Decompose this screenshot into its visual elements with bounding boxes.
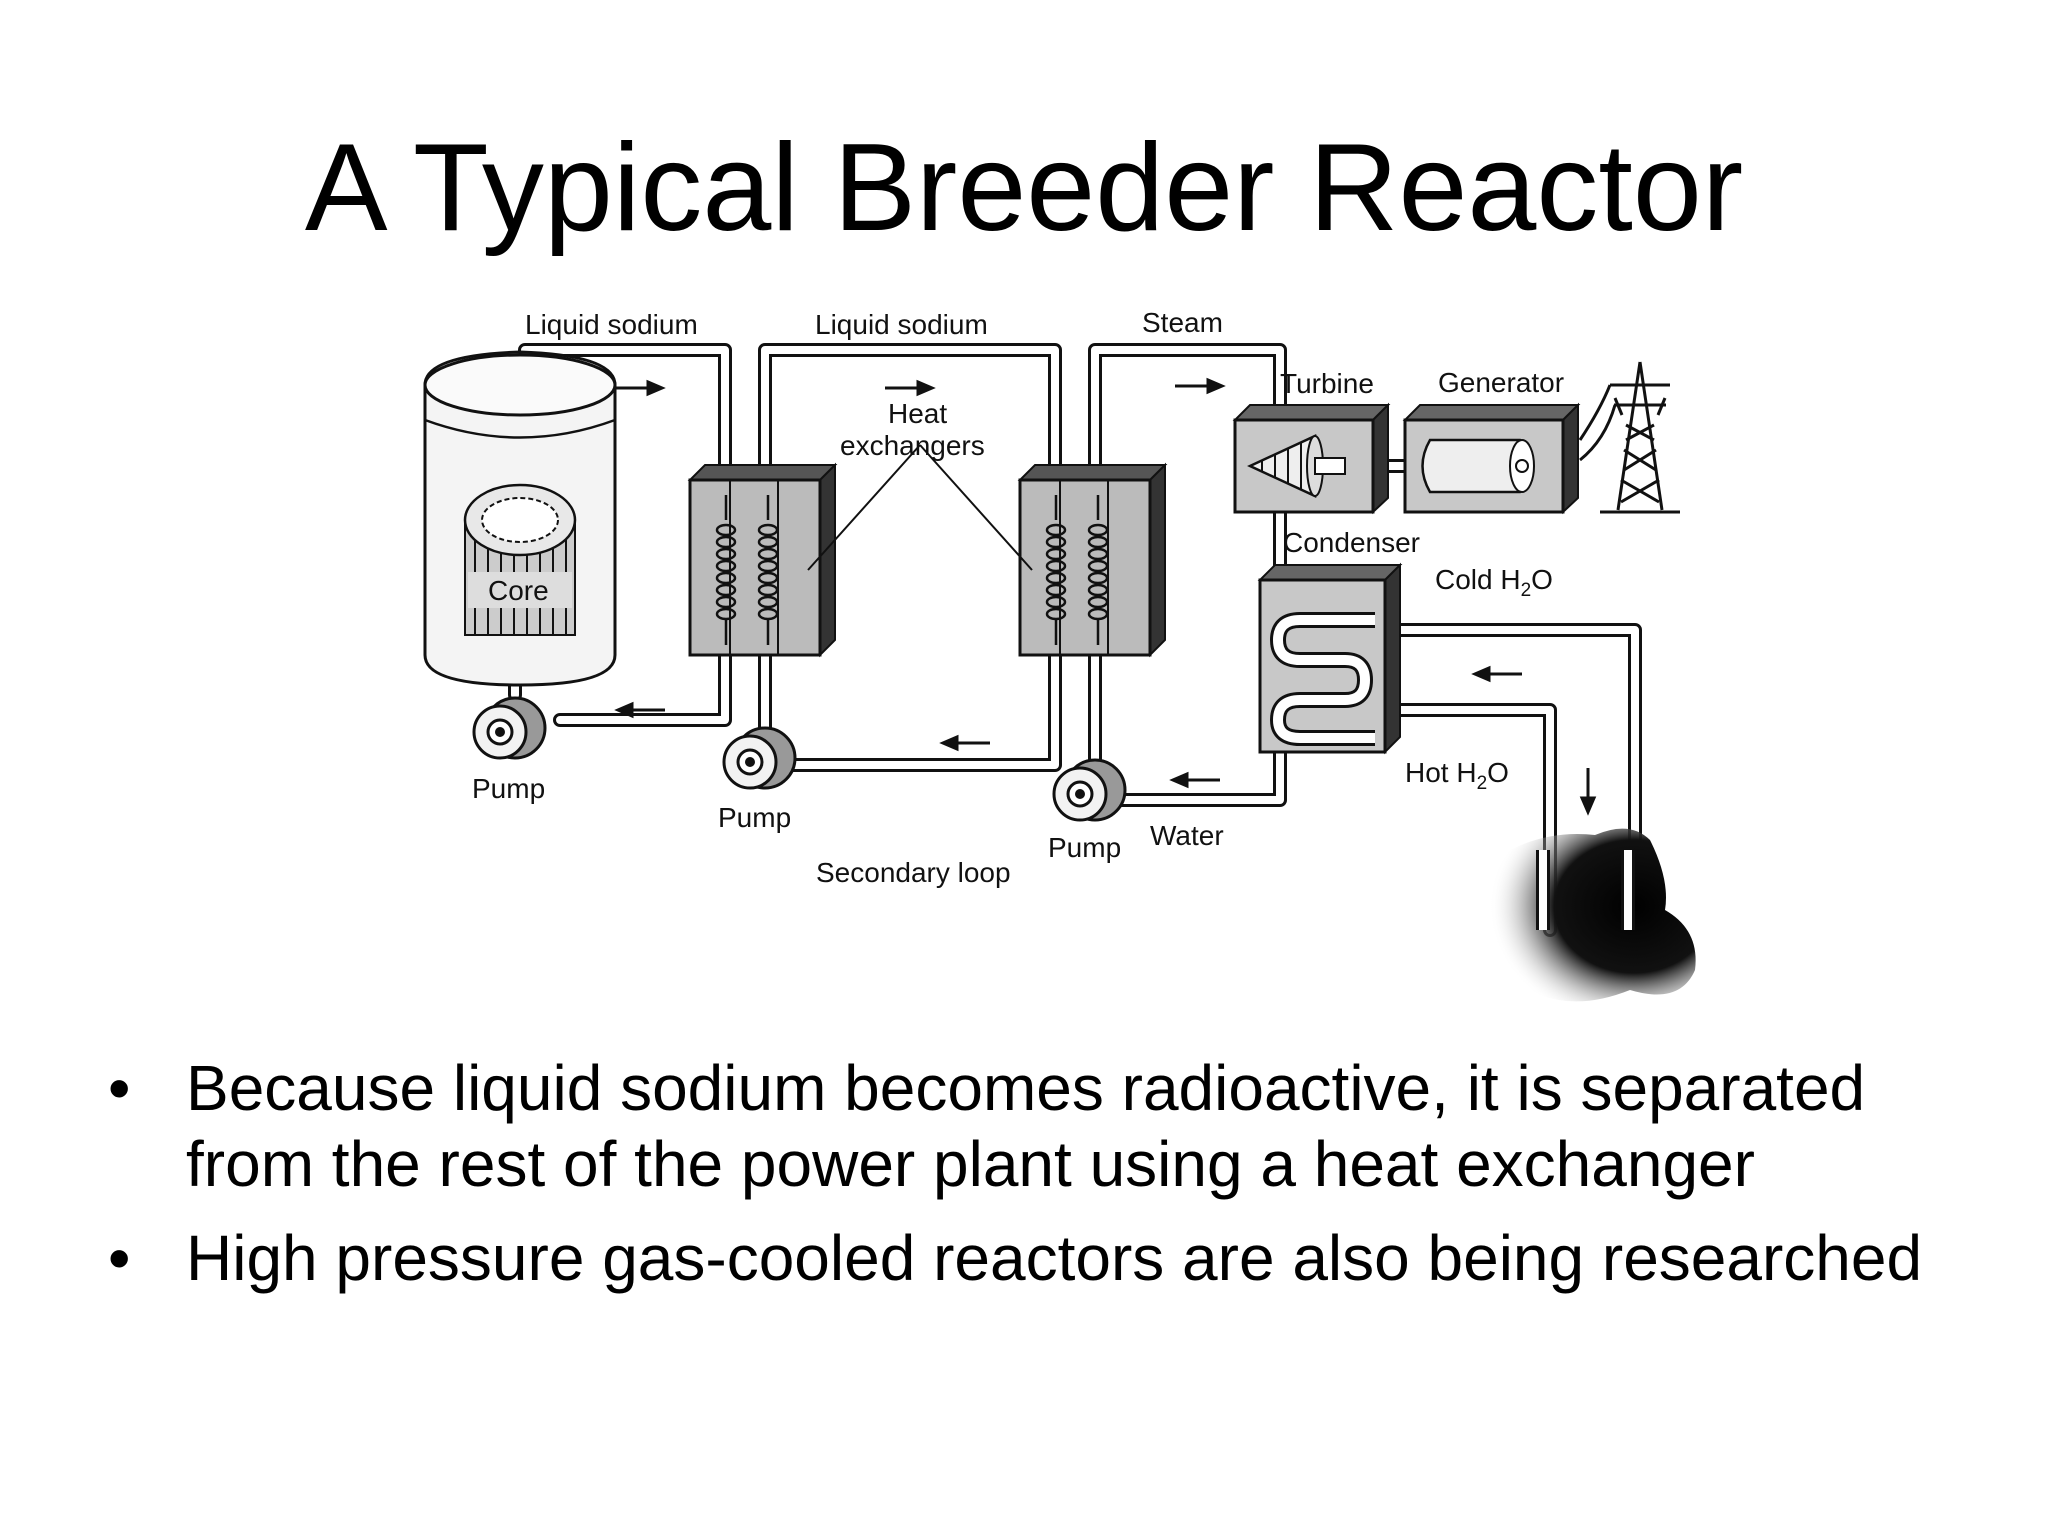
bullet-text: High pressure gas-cooled reactors are al…	[186, 1222, 1923, 1294]
pump-3-icon	[1052, 758, 1127, 822]
pipes	[508, 343, 1642, 937]
pump-1-icon	[472, 696, 547, 760]
bullet-list: • Because liquid sodium becomes radioact…	[100, 1050, 1980, 1314]
heat-exchanger-1	[687, 462, 838, 658]
heat-label: Heat	[888, 398, 947, 429]
pump-label-3: Pump	[1048, 832, 1121, 863]
pump-label-2: Pump	[718, 802, 791, 833]
heat-exchangers-leaders	[807, 444, 1033, 571]
bullet-symbol: •	[108, 1222, 131, 1294]
bullet-text: Because liquid sodium becomes radioactiv…	[186, 1052, 1866, 1200]
turbine-label: Turbine	[1280, 368, 1374, 399]
turbine-icon	[1232, 402, 1391, 515]
exchangers-label: exchangers	[840, 430, 985, 461]
condenser-icon	[1257, 562, 1403, 755]
flow-arrows	[614, 377, 1597, 816]
slide-title: A Typical Breeder Reactor	[304, 119, 1744, 257]
condenser-label: Condenser	[1283, 527, 1420, 558]
core-icon	[463, 483, 577, 636]
bullet-item: • High pressure gas-cooled reactors are …	[100, 1220, 1980, 1296]
hot-h2o-label: Hot H2O	[1405, 757, 1509, 794]
heat-exchanger-2	[1017, 462, 1168, 658]
liquid-sodium-label-2: Liquid sodium	[815, 309, 988, 340]
transmission-tower-icon	[1578, 361, 1680, 514]
bullet-item: • Because liquid sodium becomes radioact…	[100, 1050, 1980, 1202]
water-label: Water	[1150, 820, 1224, 851]
core-label: Core	[488, 575, 549, 606]
reactor-vessel: Core	[423, 350, 617, 687]
steam-label: Steam	[1142, 307, 1223, 338]
bullet-symbol: •	[108, 1052, 131, 1124]
generator-icon	[1402, 402, 1581, 515]
generator-label: Generator	[1438, 367, 1564, 398]
secondary-loop-label: Secondary loop	[816, 857, 1011, 888]
pump-2-icon	[722, 726, 797, 790]
breeder-reactor-diagram: Core	[400, 290, 1730, 1020]
cold-h2o-label: Cold H2O	[1435, 564, 1553, 601]
liquid-sodium-label-1: Liquid sodium	[525, 309, 698, 340]
pump-label-1: Pump	[472, 773, 545, 804]
water-body-blob	[1489, 828, 1696, 1002]
